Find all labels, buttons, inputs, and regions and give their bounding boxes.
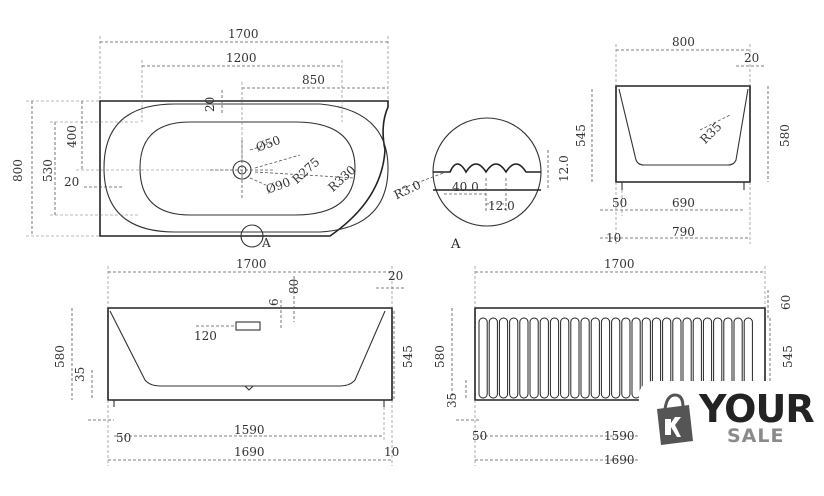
shopping-bag-icon: [657, 393, 693, 445]
top-view: 1700 1200 850 20 400 530 800 20 Ø50 Ø90 …: [11, 27, 389, 250]
flute-rib: [539, 317, 549, 399]
flute-rib: [519, 317, 529, 399]
detail-a: R3.0 40.0 12.0 12.0 A: [392, 117, 571, 252]
dim-top-r275: R275: [289, 155, 322, 187]
dim-front-35: 35: [73, 367, 87, 382]
flute-rib: [621, 317, 631, 399]
dim-a-r3: R3.0: [392, 178, 423, 203]
dim-front-6: 6: [267, 298, 281, 306]
dim-top-530: 530: [41, 159, 55, 182]
flute-rib: [549, 317, 560, 399]
dim-top-1700: 1700: [228, 27, 259, 41]
dim-front-10: 10: [384, 445, 399, 459]
detail-a-marker: [240, 224, 264, 248]
flute-rib: [529, 317, 539, 399]
dim-front-20: 20: [388, 269, 403, 283]
dim-a-40: 40.0: [452, 180, 479, 194]
dim-front-1590: 1590: [234, 423, 265, 437]
flute-rib: [478, 317, 488, 399]
dim-top-20b: 20: [64, 175, 79, 189]
dim-front-580: 580: [53, 345, 67, 368]
dim-top-400: 400: [65, 125, 79, 148]
logo-word-your: YOUR: [699, 387, 815, 431]
detail-a-title: A: [450, 237, 461, 252]
dim-top-1200: 1200: [226, 51, 257, 65]
dim-side-20: 20: [744, 51, 759, 65]
side-view: 800 20 545 580 R35 50 690 10 790: [574, 35, 792, 245]
dim-side-10: 10: [606, 231, 621, 245]
dim-fluted-580: 580: [433, 345, 447, 368]
overflow-slot: [235, 321, 261, 331]
dim-front-1690: 1690: [234, 445, 265, 459]
dim-top-20: 20: [203, 97, 217, 112]
dim-front-1700: 1700: [236, 257, 267, 271]
dim-side-800: 800: [672, 35, 695, 49]
dim-side-580: 580: [778, 124, 792, 147]
dim-top-800: 800: [11, 159, 25, 182]
flute-rib: [488, 317, 498, 399]
dim-front-50: 50: [116, 431, 131, 445]
front-view: 1700 80 20 6 120 580 35 545 50 1590 1690…: [53, 257, 415, 466]
dim-fluted-1700: 1700: [604, 257, 635, 271]
front-view-basin: [109, 310, 386, 387]
dim-a-12a: 12.0: [488, 199, 515, 213]
flute-rib: [509, 317, 519, 399]
your-sale-logo: YOUR SALE: [639, 381, 824, 496]
side-view-basin: [618, 88, 749, 166]
detail-ref-a: A: [261, 236, 271, 250]
drain-outlet: [244, 385, 254, 391]
dim-a-12b: 12.0: [557, 155, 571, 182]
side-view-outline: [615, 85, 751, 183]
dim-side-545: 545: [574, 124, 588, 147]
dim-top-d90: Ø90: [264, 175, 292, 197]
flute-rib: [570, 317, 580, 399]
dim-top-d50: Ø50: [254, 133, 282, 155]
dim-top-850: 850: [302, 73, 325, 87]
dim-top-r330: R330: [325, 163, 358, 195]
flute-rib: [600, 317, 611, 399]
dim-front-545: 545: [401, 345, 415, 368]
dim-fluted-35: 35: [445, 393, 459, 408]
flute-rib: [498, 317, 509, 399]
flute-rib: [590, 317, 600, 399]
flute-rib: [560, 317, 570, 399]
flute-rib: [631, 317, 641, 399]
dim-side-50: 50: [612, 196, 627, 210]
dim-fluted-1590: 1590: [604, 429, 635, 443]
dim-front-120: 120: [194, 329, 217, 343]
top-view-outline: [99, 100, 389, 237]
flute-panels: [478, 317, 753, 399]
dim-fluted-60: 60: [779, 295, 793, 310]
flute-rib: [611, 317, 621, 399]
dim-side-r35: R35: [697, 120, 724, 147]
dim-side-790: 790: [672, 225, 695, 239]
dim-fluted-1690: 1690: [604, 453, 635, 467]
dim-fluted-50: 50: [472, 429, 487, 443]
logo-word-sale: SALE: [727, 425, 785, 447]
dim-side-690: 690: [672, 196, 695, 210]
flute-rib: [580, 317, 590, 399]
dim-front-80: 80: [287, 279, 301, 294]
detail-a-profile: [433, 163, 541, 191]
top-view-rim: [103, 103, 389, 233]
top-view-basin: [139, 121, 356, 216]
dim-fluted-545: 545: [781, 345, 795, 368]
